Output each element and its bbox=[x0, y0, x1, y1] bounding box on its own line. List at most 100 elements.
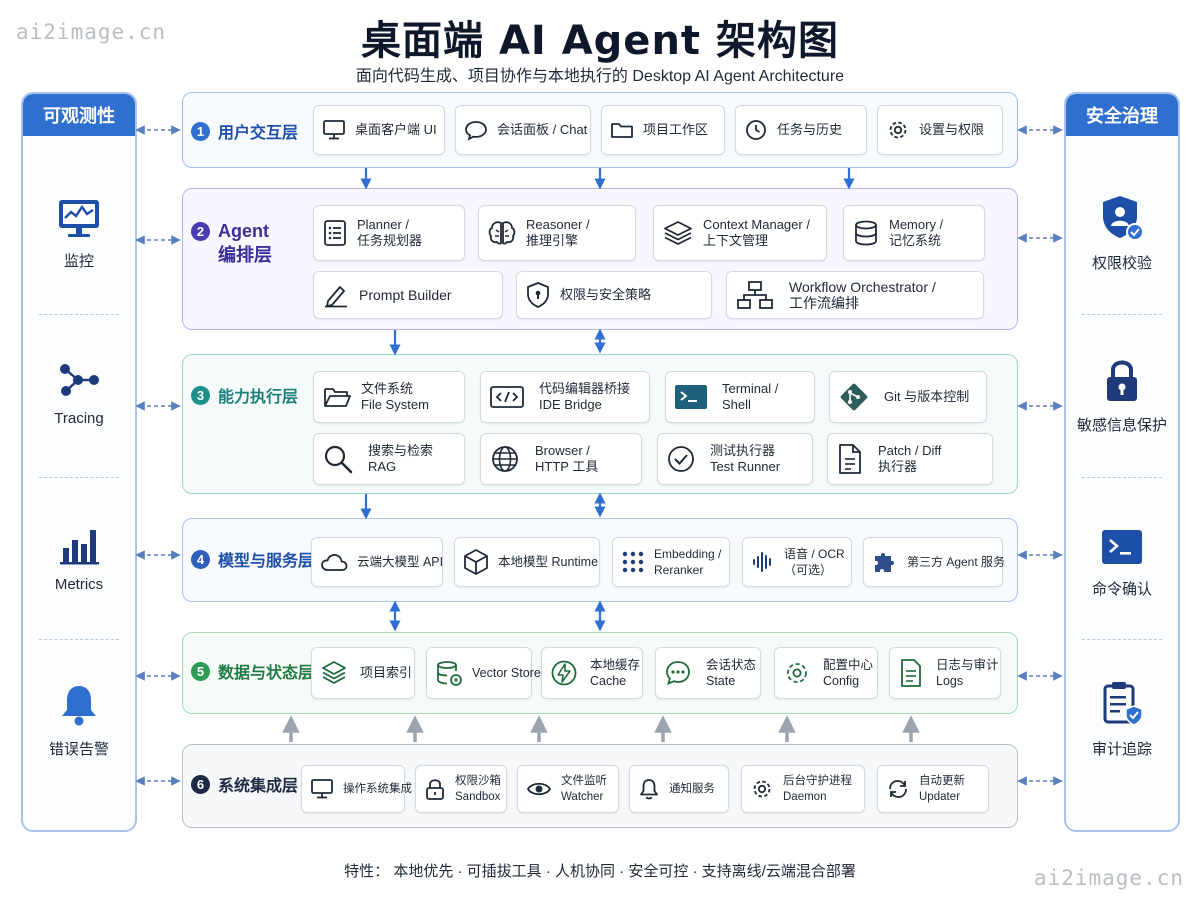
layer-title: 2 Agent 编排层 bbox=[191, 219, 272, 267]
tracing-graph-icon bbox=[60, 364, 99, 396]
card-line-2: 任务规划器 bbox=[357, 233, 423, 248]
card-line-1: 项目索引 bbox=[360, 665, 413, 680]
card-line-1: 项目工作区 bbox=[643, 122, 709, 137]
stack-icon bbox=[322, 661, 346, 684]
card-line-1: Prompt Builder bbox=[359, 287, 452, 303]
card-line-2: Shell bbox=[722, 397, 751, 412]
layer-title-text: 模型与服务层 bbox=[218, 553, 315, 570]
brain-icon bbox=[488, 221, 516, 245]
shield-user-icon bbox=[1103, 196, 1144, 241]
security-governance-panel-title: 安全治理 bbox=[1066, 94, 1178, 136]
card-line-2: 执行器 bbox=[878, 459, 918, 474]
cube-icon bbox=[464, 549, 488, 575]
observability-item-label: 错误告警 bbox=[48, 741, 109, 758]
layer-number: 1 bbox=[191, 121, 210, 141]
layer-number: 4 bbox=[191, 549, 210, 569]
database-icon bbox=[855, 220, 877, 246]
card-line-1: 语音 / OCR bbox=[784, 547, 845, 561]
code-icon bbox=[490, 386, 524, 408]
card-line-1: 桌面客户端 UI bbox=[355, 122, 437, 137]
observability-panel: 可观测性 监控 Tracing Metrics 错误告警 bbox=[21, 92, 137, 832]
terminal-icon bbox=[675, 385, 707, 409]
clipboard-shield-icon bbox=[1103, 682, 1143, 726]
card-line-2: Logs bbox=[936, 674, 964, 688]
waveform-icon bbox=[753, 552, 771, 572]
observability-item-label: Metrics bbox=[54, 576, 104, 593]
bell-icon bbox=[640, 779, 658, 800]
layer-title: 1 用户交互层 bbox=[191, 119, 298, 143]
divider bbox=[39, 477, 119, 478]
security-item-label: 权限校验 bbox=[1091, 255, 1152, 272]
security-item-label: 审计追踪 bbox=[1091, 741, 1152, 758]
card-line-2: 工作流编排 bbox=[789, 295, 859, 311]
component-card-vector-store: Vector Store bbox=[426, 647, 541, 699]
bell-icon bbox=[62, 686, 96, 726]
layer-title-text: 用户交互层 bbox=[218, 125, 299, 142]
component-card-os-integration: 操作系统集成 bbox=[301, 765, 412, 813]
workflow-icon bbox=[737, 281, 773, 309]
card-line-2: Test Runner bbox=[710, 459, 781, 474]
card-line-1: Vector Store bbox=[472, 666, 541, 680]
dot-grid-icon bbox=[622, 551, 644, 573]
component-card-security-policy: 权限与安全策略 bbox=[516, 271, 712, 319]
gear-icon bbox=[753, 780, 771, 798]
layer-title-text: Agent bbox=[218, 221, 269, 241]
security-governance-panel: 安全治理 权限校验 敏感信息保护 命令确认 审计追踪 bbox=[1064, 92, 1180, 832]
gear-icon bbox=[787, 663, 807, 683]
component-card-workflow-orchestrator: Workflow Orchestrator /工作流编排 bbox=[726, 271, 984, 319]
observability-item-alerts: 错误告警 bbox=[23, 682, 135, 759]
card-line-1: Browser / bbox=[535, 443, 590, 458]
component-card-memory: Memory /记忆系统 bbox=[843, 205, 985, 261]
card-line-1: Planner / bbox=[357, 217, 410, 232]
git-icon bbox=[840, 383, 868, 411]
cloud-icon bbox=[321, 554, 348, 571]
card-line-1: 第三方 Agent 服务 bbox=[907, 555, 1006, 569]
card-line-2: （可选） bbox=[784, 563, 833, 577]
card-line-1: 日志与审计 bbox=[936, 658, 999, 672]
card-line-1: Context Manager / bbox=[703, 217, 810, 232]
layer-number: 5 bbox=[191, 661, 210, 681]
file-diff-icon bbox=[839, 444, 861, 474]
card-line-2: HTTP 工具 bbox=[535, 459, 599, 474]
card-line-1: Workflow Orchestrator / bbox=[789, 279, 936, 295]
layer-number: 3 bbox=[191, 385, 210, 405]
layer-title: 3 能力执行层 bbox=[191, 383, 298, 407]
card-line-1: Patch / Diff bbox=[878, 443, 942, 458]
observability-item-tracing: Tracing bbox=[23, 360, 135, 427]
layer-agent-orchestration: 2 Agent 编排层 Planner /任务规划器 Reasoner /推理引… bbox=[182, 188, 1018, 330]
security-item-permission-check: 权限校验 bbox=[1066, 194, 1178, 273]
observability-item-monitoring: 监控 bbox=[23, 198, 135, 271]
clock-icon bbox=[746, 120, 766, 140]
watermark: ai2image.cn bbox=[16, 20, 167, 44]
security-item-sensitive-info: 敏感信息保护 bbox=[1066, 356, 1178, 435]
layer-title: 4 模型与服务层 bbox=[191, 547, 314, 571]
card-line-1: 本地模型 Runtime bbox=[498, 555, 599, 569]
card-line-2: 推理引擎 bbox=[526, 233, 579, 248]
layer-title: 6 系统集成层 bbox=[191, 772, 298, 796]
card-line-1: 权限与安全策略 bbox=[560, 287, 652, 302]
layer-title-text: 能力执行层 bbox=[218, 389, 299, 406]
card-line-1: Git 与版本控制 bbox=[884, 389, 970, 404]
observability-item-label: Tracing bbox=[54, 410, 104, 427]
refresh-icon bbox=[889, 780, 907, 798]
chat-dots-icon bbox=[666, 661, 690, 686]
layers-icon bbox=[664, 221, 692, 245]
component-card-git-version-control: Git 与版本控制 bbox=[829, 371, 987, 423]
card-line-2: Watcher bbox=[561, 791, 604, 803]
component-card-project-workspace: 项目工作区 bbox=[601, 105, 725, 155]
divider bbox=[1082, 639, 1162, 640]
monitor-icon bbox=[323, 120, 345, 140]
gear-icon bbox=[889, 121, 907, 139]
card-line-1: 代码编辑器桥接 bbox=[539, 381, 631, 396]
card-line-1: 文件系统 bbox=[361, 381, 414, 396]
security-item-label: 命令确认 bbox=[1091, 581, 1152, 598]
layer-user-interaction: 1 用户交互层 桌面客户端 UI 会话面板 / Chat 项目工作区 任务与历史… bbox=[182, 92, 1018, 168]
layer-title-text: 编排层 bbox=[218, 245, 272, 265]
